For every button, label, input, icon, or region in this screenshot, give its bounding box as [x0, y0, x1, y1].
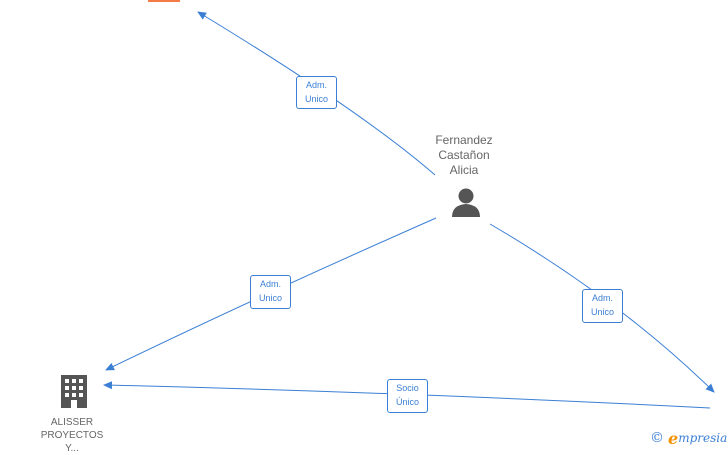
edge-line-e1[interactable] [197, 11, 436, 176]
edge-label-line: Único [395, 397, 419, 407]
brand-initial: e [668, 428, 679, 448]
person-icon[interactable] [452, 188, 480, 218]
edge-label-line: Unico [590, 307, 614, 317]
company-name-line: ALISSER [50, 417, 94, 428]
edge-label-e1[interactable]: Adm. Unico [296, 76, 337, 109]
edge-label-line: Adm. [259, 279, 281, 289]
edge-label-line: Adm. [305, 80, 327, 90]
person-name-line: Fernandez [435, 133, 493, 147]
company-name-line: PROYECTOS [40, 430, 104, 441]
brand-footer: © e mpresia [650, 428, 728, 448]
edge-label-e2[interactable]: Adm. Unico [250, 275, 291, 309]
brand-name: mpresia [678, 431, 728, 445]
edge-label-line: Adm. [591, 293, 613, 303]
offscreen-company-marker[interactable] [148, 0, 180, 2]
company-name-line: Y... [65, 443, 79, 454]
edge-label-line: Unico [258, 293, 282, 303]
person-name-line: Alicia [449, 163, 479, 177]
person-name-line: Castañon [438, 148, 490, 162]
edge-label-e3[interactable]: Adm. Unico [582, 289, 623, 323]
copyright-icon: © [650, 430, 664, 446]
edge-label-line: Unico [304, 94, 328, 104]
company-name-label[interactable]: ALISSER PROYECTOS Y... [22, 416, 122, 455]
edge-label-e4[interactable]: Socio Único [387, 379, 428, 413]
person-name-label[interactable]: Fernandez Castañon Alicia [414, 133, 514, 178]
edge-label-line: Socio [396, 383, 419, 393]
building-icon[interactable] [61, 375, 87, 408]
